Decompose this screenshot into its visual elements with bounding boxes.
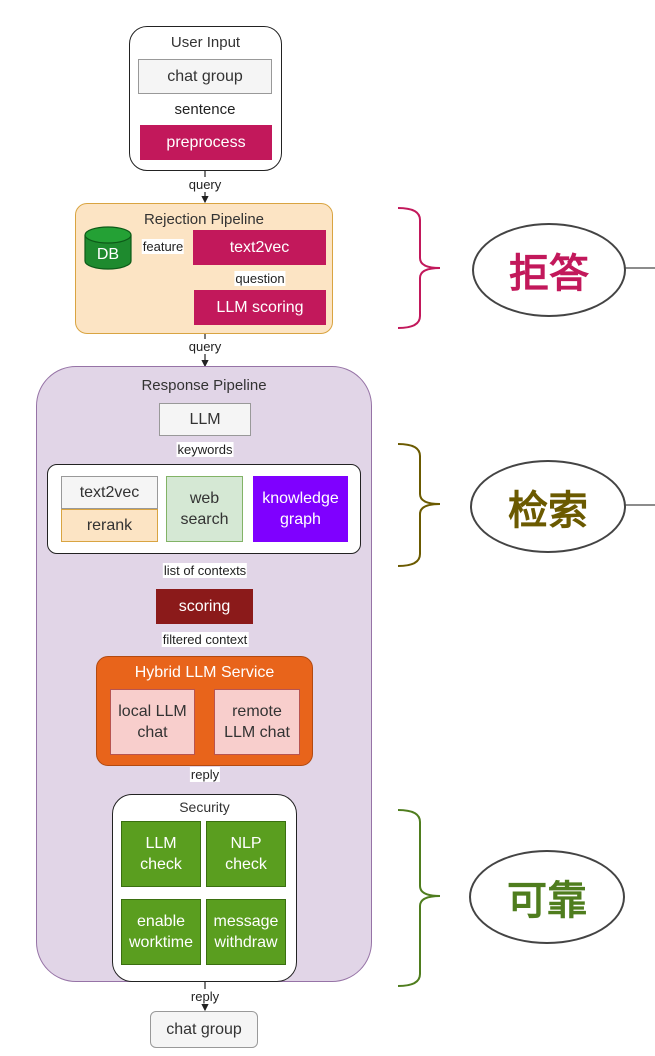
user-input-title: User Input [170,34,241,51]
llm-box: LLM [159,403,251,436]
web-search-box: web search [166,476,243,542]
remote-llm-chat-box: remote LLM chat [214,689,300,755]
llm-check-box: LLM check [121,821,201,887]
db-icon [84,226,132,270]
text2vec-retrieval-box: text2vec [61,476,158,509]
brace-reject [397,207,441,329]
edge-label-sentence: sentence [173,101,237,118]
enable-worktime-box: enable worktime [121,899,201,965]
security-title: Security [179,799,230,815]
annotation-reliable: 可靠 [469,850,625,944]
chat-group-input-box: chat group [138,59,272,94]
local-llm-chat-box: local LLM chat [110,689,195,755]
response-pipeline-title: Response Pipeline [141,377,267,394]
message-withdraw-box: message withdraw [206,899,286,965]
edge-label-reply-out: reply [189,989,221,1004]
edge-label-reply: reply [189,767,221,782]
scoring-box: scoring [156,589,253,624]
brace-reliable [397,809,441,987]
preprocess-box: preprocess [140,125,272,160]
chat-group-output-box: chat group [150,1011,258,1048]
rerank-box: rerank [61,509,158,542]
hybrid-llm-service-title: Hybrid LLM Service [134,664,275,681]
db-cylinder: DB [84,226,132,270]
brace-retrieve [397,443,441,567]
rejection-pipeline-title: Rejection Pipeline [143,211,265,228]
edge-label-feature: feature [141,239,185,254]
edge-label-query-1: query [187,177,223,192]
annotation-retrieve: 检索 [470,460,626,553]
nlp-check-box: NLP check [206,821,286,887]
knowledge-graph-box: knowledge graph [253,476,348,542]
annotation-reject: 拒答 [472,223,626,317]
llm-scoring-box: LLM scoring [194,290,326,325]
edge-label-list-of-contexts: list of contexts [162,563,248,578]
edge-label-question: question [234,271,286,286]
db-label: DB [96,246,120,263]
text2vec-rejection-box: text2vec [193,230,326,265]
edge-label-filtered-context: filtered context [161,632,249,647]
edge-label-keywords: keywords [176,442,234,457]
edge-label-query-2: query [187,339,223,354]
